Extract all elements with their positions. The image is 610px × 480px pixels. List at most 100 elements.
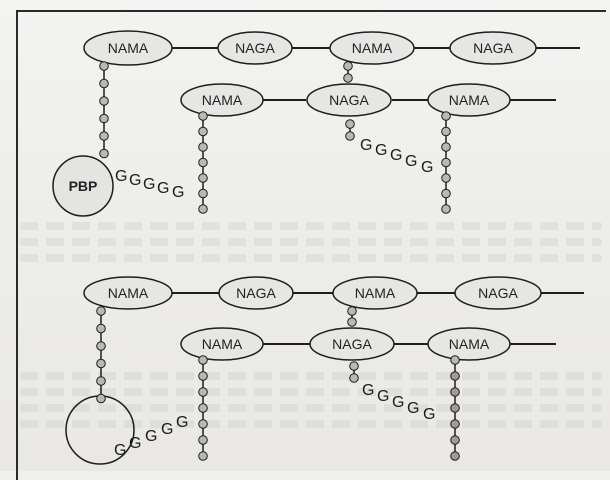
amino-acid-bead: [198, 173, 208, 183]
glycine-label: G: [157, 180, 169, 197]
amino-acid-bead: [99, 96, 109, 106]
bleed-through-line: [20, 238, 602, 246]
glycine-label: G: [390, 147, 402, 164]
glycine-label: G: [405, 153, 417, 170]
amino-acid-bead: [343, 73, 353, 83]
amino-acid-bead: [198, 188, 208, 199]
amino-acid-bead: [198, 403, 208, 413]
amino-acid-bead: [345, 131, 355, 141]
amino-acid-bead: [441, 142, 451, 152]
amino-acid-bead: [96, 393, 106, 404]
nama-node: NAMA: [83, 276, 173, 310]
glycine-label: G: [407, 400, 419, 417]
nama-node: NAMA: [180, 327, 264, 361]
glycine-label: G: [115, 168, 127, 185]
bleed-through-line: [20, 388, 602, 396]
amino-acid-bead: [198, 126, 208, 137]
bottom-panel: NAMA NAGA NAMA NAGA NAMA NAGA: [65, 276, 584, 465]
pbp-enzyme: PBP: [52, 155, 114, 217]
amino-acid-bead: [450, 403, 460, 413]
glycine-label: G: [377, 388, 389, 405]
amino-acid-bead: [343, 61, 353, 71]
bleed-through-line: [20, 254, 602, 262]
glycine-label: G: [375, 142, 387, 159]
nama-node: NAMA: [332, 276, 418, 310]
naga-label: NAGA: [478, 285, 518, 301]
naga-label: NAGA: [235, 40, 275, 56]
nama-label: NAMA: [352, 40, 393, 56]
glycine-label: G: [114, 442, 126, 459]
nama-node: NAMA: [329, 31, 415, 65]
amino-acid-bead: [198, 111, 208, 121]
glycine-label: G: [129, 172, 141, 189]
peptide-stem: [198, 355, 208, 461]
peptide-stem: [96, 306, 106, 404]
bleed-through-line: [20, 404, 602, 412]
amino-acid-bead: [441, 111, 451, 121]
amino-acid-bead: [198, 387, 208, 397]
glycine-label: G: [172, 184, 184, 201]
peptide-stem: [343, 61, 353, 83]
amino-acid-bead: [198, 371, 208, 381]
amino-acid-bead: [198, 435, 208, 445]
peptide-stem: [198, 111, 208, 214]
amino-acid-bead: [441, 188, 451, 199]
top-panel: NAMA NAGA NAMA NAGA NAMA NAGA: [52, 30, 580, 217]
glycine-label: G: [161, 421, 173, 438]
naga-label: NAGA: [329, 92, 369, 108]
nama-node: NAMA: [180, 83, 264, 117]
glycine-label: G: [362, 382, 374, 399]
naga-label: NAGA: [332, 336, 372, 352]
peptide-stem: [347, 306, 357, 327]
peptide-stems: [96, 61, 460, 461]
naga-node: NAGA: [309, 327, 395, 361]
amino-acid-bead: [345, 119, 355, 129]
figure-frame: [16, 10, 606, 480]
glycine-label: G: [423, 406, 435, 423]
amino-acid-bead: [99, 61, 109, 71]
amino-acid-bead: [96, 306, 106, 316]
naga-label: NAGA: [236, 285, 276, 301]
pbp-label: PBP: [69, 178, 98, 194]
glycine-label: G: [143, 176, 155, 193]
nama-label: NAMA: [202, 336, 243, 352]
naga-node: NAGA: [454, 276, 542, 310]
glycine-label: G: [360, 137, 372, 154]
amino-acid-bead: [99, 78, 109, 89]
naga-label: NAGA: [473, 40, 513, 56]
naga-node: NAGA: [449, 31, 537, 65]
bleed-through-line: [20, 420, 602, 428]
amino-acid-bead: [450, 435, 460, 445]
glycine-label: G: [421, 159, 433, 176]
peptide-stem: [349, 361, 359, 383]
amino-acid-bead: [450, 419, 460, 429]
naga-node: NAGA: [217, 31, 293, 65]
amino-acid-bead: [96, 341, 106, 351]
amino-acid-bead: [198, 204, 208, 214]
amino-acid-bead: [99, 131, 109, 141]
peptide-stem: [450, 355, 460, 461]
amino-acid-bead: [99, 113, 109, 124]
nama-label: NAMA: [449, 92, 490, 108]
amino-acid-bead: [441, 173, 451, 183]
nama-label: NAMA: [449, 336, 490, 352]
bleed-through-line: [20, 372, 602, 380]
nama-label: NAMA: [108, 40, 149, 56]
naga-node: NAGA: [218, 276, 294, 310]
nama-label: NAMA: [108, 285, 149, 301]
amino-acid-bead: [349, 361, 359, 371]
glycine-label: G: [392, 394, 404, 411]
amino-acid-bead: [441, 126, 451, 137]
glycine-label: G: [129, 435, 141, 452]
amino-acid-bead: [450, 387, 460, 397]
glycine-label: G: [145, 428, 157, 445]
amino-acid-bead: [198, 355, 208, 365]
amino-acid-bead: [349, 373, 359, 383]
amino-acid-bead: [99, 148, 109, 159]
glycine-label: G: [176, 414, 188, 431]
nama-node: NAMA: [427, 83, 511, 117]
amino-acid-bead: [96, 376, 106, 386]
naga-node: NAGA: [306, 83, 392, 117]
